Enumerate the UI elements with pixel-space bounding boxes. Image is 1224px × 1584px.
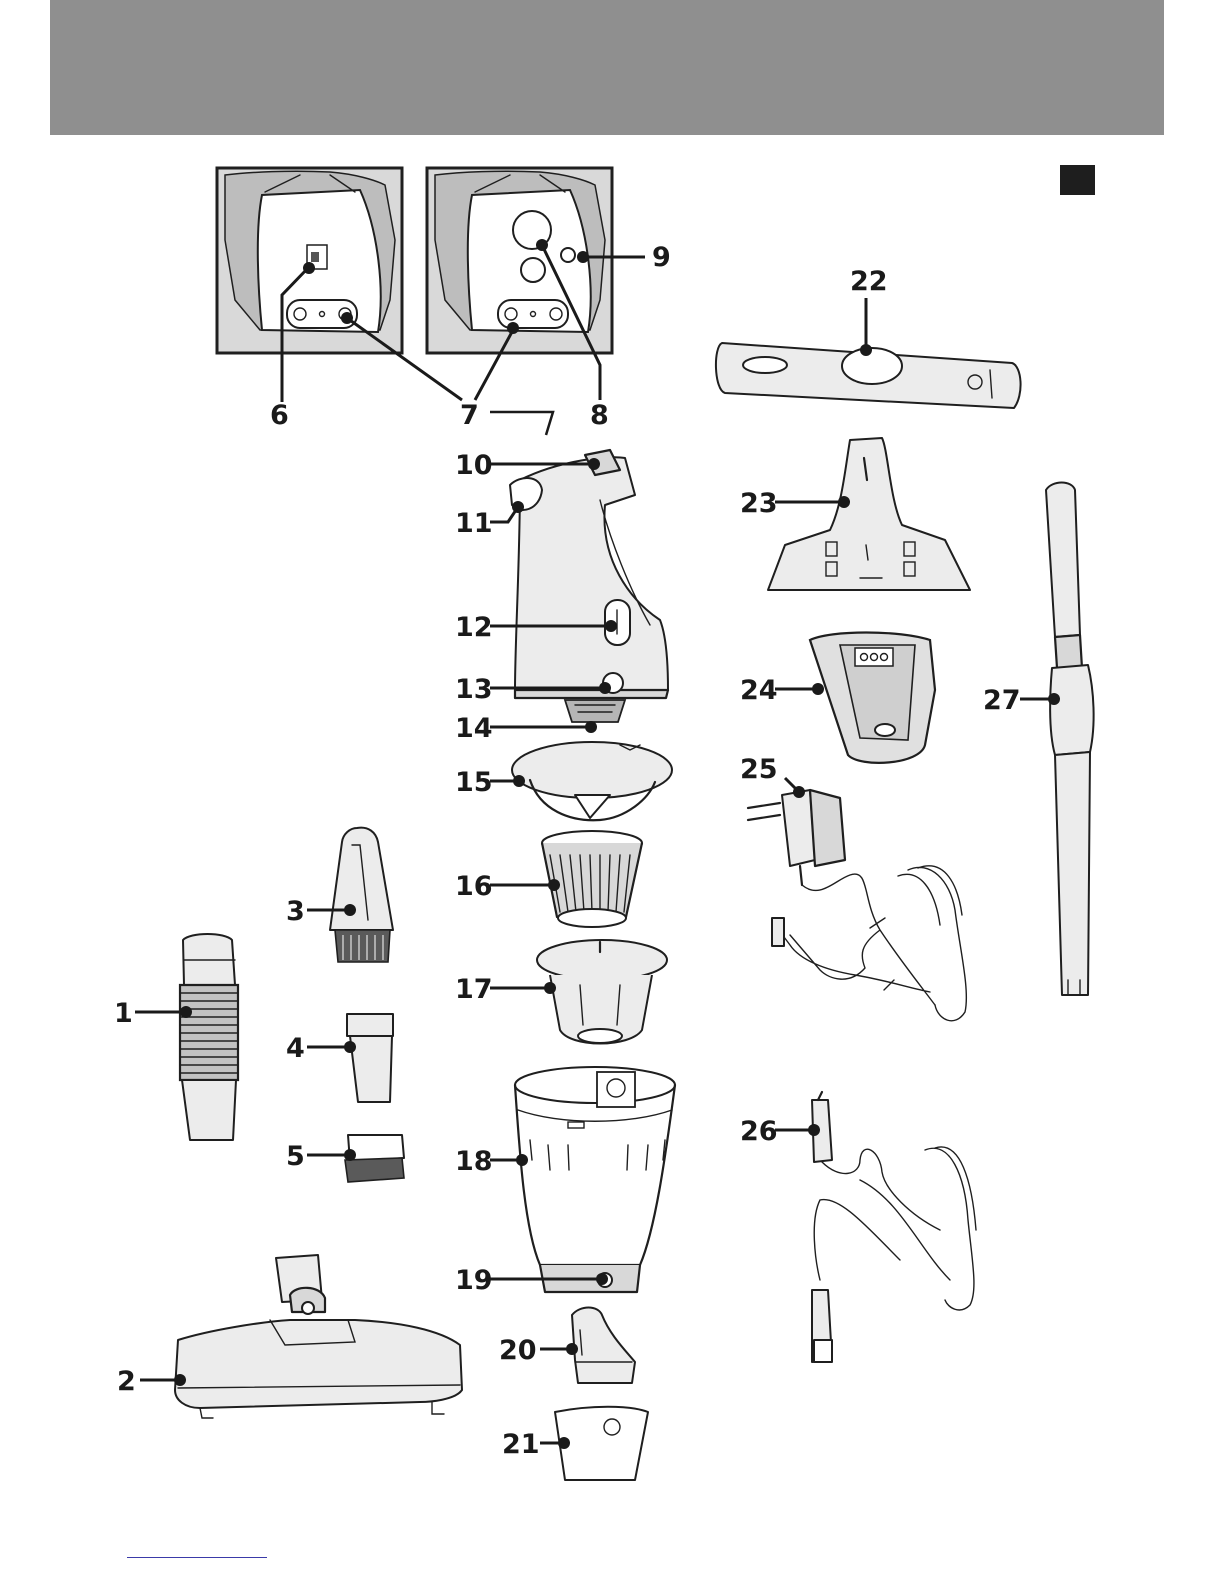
label-21: 21 bbox=[502, 1429, 540, 1460]
leader-12-dot bbox=[605, 620, 617, 632]
leader-23-dot bbox=[838, 496, 850, 508]
leader-26-dot bbox=[808, 1124, 820, 1136]
leader-1-dot bbox=[180, 1006, 192, 1018]
leader-5-dot bbox=[344, 1149, 356, 1161]
label-4: 4 bbox=[286, 1033, 305, 1064]
leader-9-dot bbox=[577, 251, 589, 263]
label-18: 18 bbox=[455, 1146, 493, 1177]
leader-20-dot bbox=[566, 1343, 578, 1355]
label-12: 12 bbox=[455, 612, 493, 643]
leader-17-dot bbox=[544, 982, 556, 994]
leader-3-dot bbox=[344, 904, 356, 916]
detail-box-left bbox=[217, 168, 402, 353]
label-10: 10 bbox=[455, 450, 493, 481]
label-20: 20 bbox=[499, 1335, 537, 1366]
label-8: 8 bbox=[590, 400, 609, 431]
leader-24-dot bbox=[812, 683, 824, 695]
part-2-floor-nozzle bbox=[175, 1255, 462, 1418]
part-4-nozzle bbox=[347, 1014, 393, 1102]
part-16-pleated-filter bbox=[542, 831, 642, 927]
leader-18-dot bbox=[516, 1154, 528, 1166]
leader-21-dot bbox=[558, 1437, 570, 1449]
label-22: 22 bbox=[850, 266, 888, 297]
leader-11-dot bbox=[512, 501, 524, 513]
leader-2-dot bbox=[174, 1374, 186, 1386]
label-16: 16 bbox=[455, 871, 493, 902]
label-19: 19 bbox=[455, 1265, 493, 1296]
leader-19-dot bbox=[596, 1273, 608, 1285]
leader-6-dot bbox=[303, 262, 315, 274]
label-9: 9 bbox=[652, 242, 671, 273]
leader-7-arrow bbox=[490, 412, 553, 435]
label-2: 2 bbox=[117, 1366, 136, 1397]
leader-14-dot bbox=[585, 721, 597, 733]
label-27: 27 bbox=[983, 685, 1021, 716]
part-15-filter-cover bbox=[512, 742, 672, 820]
part-3-brush bbox=[330, 828, 393, 962]
label-1: 1 bbox=[114, 998, 133, 1029]
part-24-charging-base bbox=[810, 633, 935, 763]
leader-22-dot bbox=[860, 344, 872, 356]
part-18-19-dust-container bbox=[515, 1067, 675, 1292]
leader-25-dot bbox=[793, 786, 805, 798]
label-26: 26 bbox=[740, 1116, 778, 1147]
part-20-crevice-piece bbox=[572, 1308, 635, 1384]
label-24: 24 bbox=[740, 675, 778, 706]
leader-10-dot bbox=[588, 458, 600, 470]
label-3: 3 bbox=[286, 896, 305, 927]
leader-8-dot bbox=[536, 239, 548, 251]
part-1-flexible-hose bbox=[180, 934, 238, 1140]
label-6: 6 bbox=[270, 400, 289, 431]
leader-16-dot bbox=[548, 879, 560, 891]
part-23-wall-bracket bbox=[768, 438, 970, 590]
leader-7b-dot bbox=[507, 322, 519, 334]
leader-4-dot bbox=[344, 1041, 356, 1053]
part-10-14-main-unit bbox=[510, 450, 668, 722]
label-7: 7 bbox=[460, 400, 479, 431]
label-23: 23 bbox=[740, 488, 778, 519]
label-13: 13 bbox=[455, 674, 493, 705]
label-14: 14 bbox=[455, 713, 493, 744]
part-17-dust-filter bbox=[537, 940, 667, 1044]
part-25-adapter bbox=[748, 790, 966, 1021]
label-11: 11 bbox=[455, 508, 493, 539]
leader-27-dot bbox=[1048, 693, 1060, 705]
part-27-extension-tube bbox=[1046, 483, 1094, 996]
label-15: 15 bbox=[455, 767, 493, 798]
label-17: 17 bbox=[455, 974, 493, 1005]
leader-13-dot bbox=[599, 682, 611, 694]
leader-15-dot bbox=[513, 775, 525, 787]
leader-7a-dot bbox=[341, 312, 353, 324]
label-5: 5 bbox=[286, 1141, 305, 1172]
part-26-car-adapter bbox=[812, 1092, 976, 1362]
label-25: 25 bbox=[740, 754, 778, 785]
